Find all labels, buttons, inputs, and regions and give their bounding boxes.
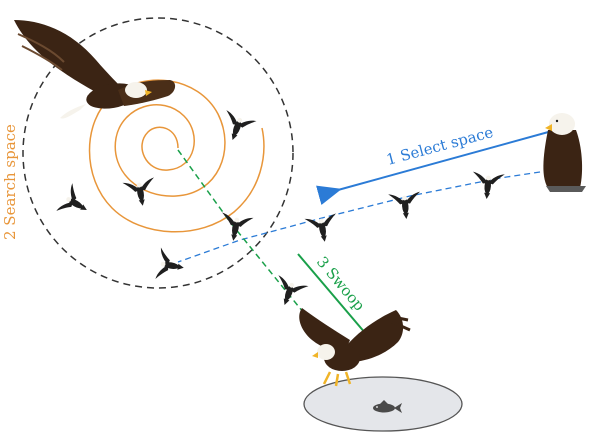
step2-label: 2 Search space [1,124,19,240]
bird-silhouette-icon [155,247,187,284]
eagle-perched-icon [543,113,586,192]
select-space-arrow [316,130,553,205]
eagle-soaring-icon [14,20,176,119]
bird-silhouette-icon [269,275,309,311]
select-flight-path [177,171,541,263]
bird-silhouette-icon [470,171,505,201]
bird-silhouette-icon [56,183,95,224]
bird-silhouette-icon [388,191,423,221]
fish-icon [373,400,402,413]
bird-silhouette-icon [217,212,254,244]
swoop-indicator-line [297,253,367,335]
search-spiral [88,79,265,233]
eagle-swooping-icon [299,308,411,387]
search-space-boundary [22,17,294,289]
